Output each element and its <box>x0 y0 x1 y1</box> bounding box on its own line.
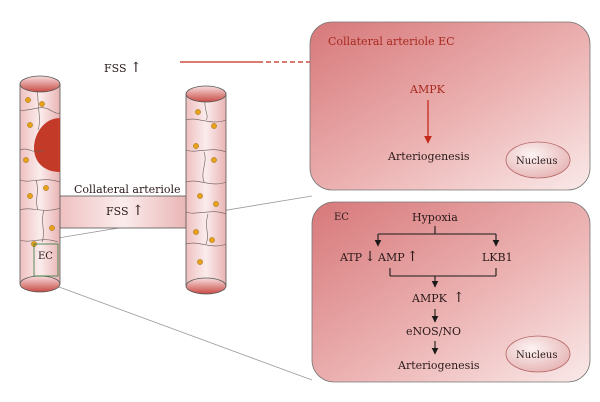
top-box-title: Collateral arteriole EC <box>328 35 455 48</box>
hypoxia-label: Hypoxia <box>412 211 458 224</box>
ec-highlight-box <box>33 243 59 277</box>
bottom-arteriogenesis-label: Arteriogenesis <box>397 359 480 372</box>
cell-nuclei-dots <box>23 97 55 247</box>
converge-to-ampk-arrows <box>389 268 497 288</box>
top-nucleus-label: Nucleus <box>516 156 557 167</box>
red-blood-cell <box>34 118 60 172</box>
amp-label: AMP↑ <box>377 249 418 265</box>
atp-label: ATP↓ <box>339 249 376 265</box>
mid-fss-label: FSS ↑ <box>106 203 144 219</box>
collateral-arteriole-ec-box: Collateral arteriole EC AMPK Arteriogene… <box>309 21 591 191</box>
bottom-ampk-label: AMPK↑ <box>411 290 465 306</box>
top-nucleus <box>505 141 571 179</box>
top-ampk-label: AMPK <box>409 83 446 96</box>
bottom-box-title: EC <box>334 212 349 223</box>
bottom-nucleus-label: Nucleus <box>516 350 557 361</box>
left-vessel <box>19 75 61 293</box>
bottom-nucleus <box>505 335 571 373</box>
lkb1-label: LKB1 <box>482 251 513 264</box>
collateral-arteriole-label: Collateral arteriole <box>74 183 181 196</box>
top-fss-label: FSS ↑ <box>104 60 142 76</box>
right-vessel <box>185 85 227 295</box>
ec-signaling-box: EC Hypoxia ATP↓ AMP↑ LKB1 AMPK↑ eNOS/NO … <box>311 201 591 383</box>
ec-small-label: EC <box>38 251 53 262</box>
enos-no-label: eNOS/NO <box>406 325 461 338</box>
hypoxia-branch-arrows <box>374 226 500 247</box>
cell-nuclei-dots-right <box>193 109 219 265</box>
top-arteriogenesis-label: Arteriogenesis <box>387 150 470 163</box>
